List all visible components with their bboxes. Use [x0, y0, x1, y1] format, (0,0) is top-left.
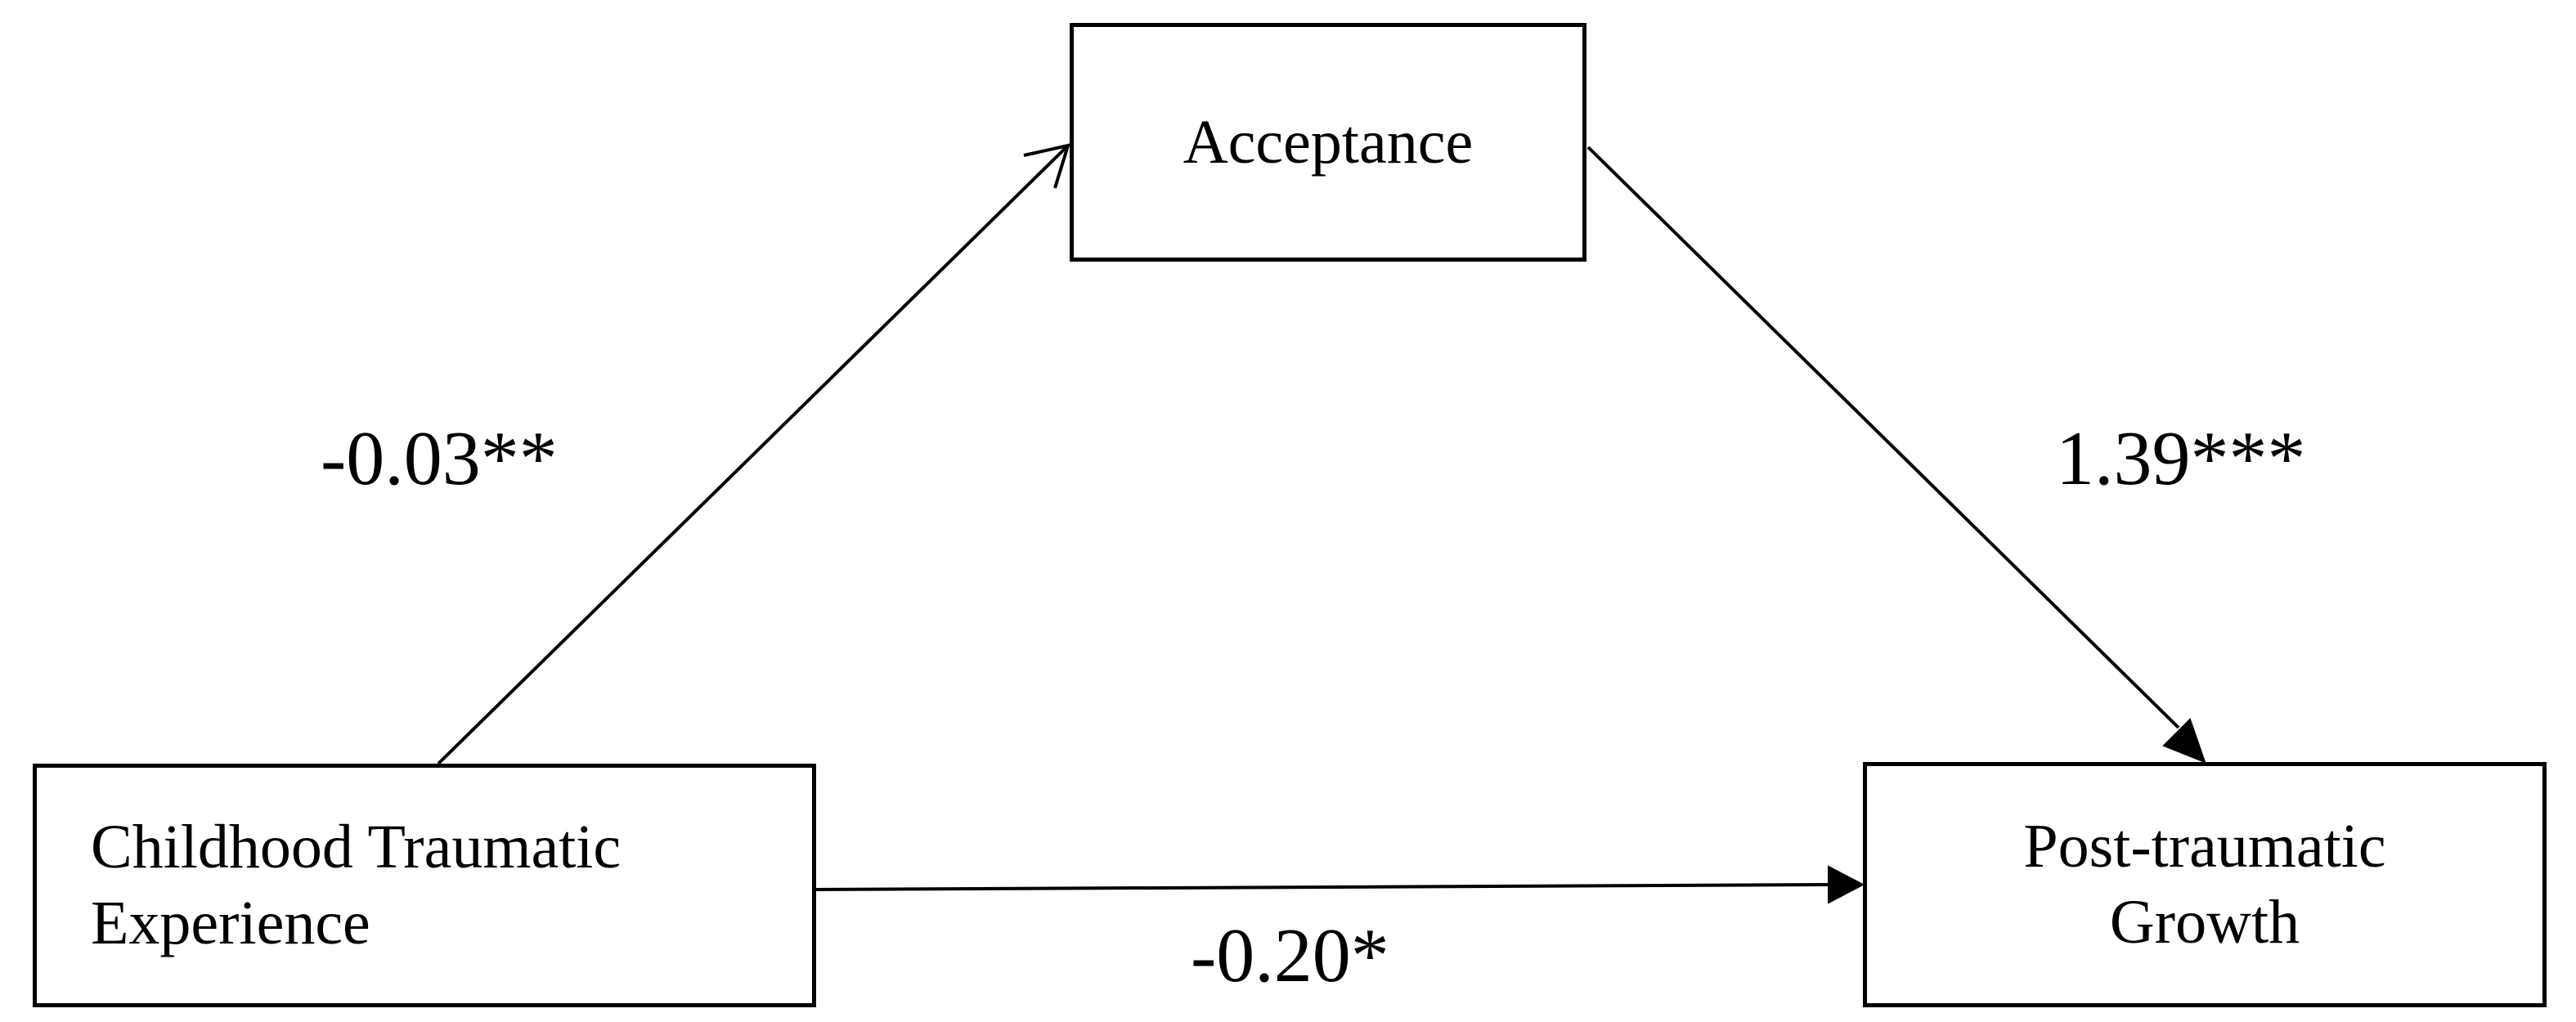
path-b-arrowhead	[2162, 718, 2206, 764]
outcome-label-line1: Post-traumatic	[2023, 812, 2386, 881]
path-a-arrowhead	[1023, 143, 1070, 189]
path-a-arrow-line	[437, 144, 1070, 765]
predictor-node-childhood-traumatic-experience: Childhood Traumatic Experience	[33, 764, 816, 1007]
path-c-arrowhead	[1828, 865, 1865, 904]
mediator-node-acceptance: Acceptance	[1070, 23, 1586, 262]
outcome-node-post-traumatic-growth: Post-traumatic Growth	[1863, 762, 2547, 1007]
path-a-coefficient: -0.03**	[321, 416, 558, 501]
outcome-label-line2: Growth	[2109, 888, 2300, 957]
path-c-arrow-line	[815, 883, 1829, 891]
path-c-coefficient: -0.20*	[1191, 913, 1389, 998]
path-b-coefficient: 1.39***	[2056, 416, 2306, 501]
path-b-arrow-line	[1586, 146, 2180, 729]
predictor-label-line2: Experience	[91, 889, 370, 957]
predictor-label-line1: Childhood Traumatic	[91, 813, 622, 882]
mediator-label: Acceptance	[1183, 107, 1474, 177]
